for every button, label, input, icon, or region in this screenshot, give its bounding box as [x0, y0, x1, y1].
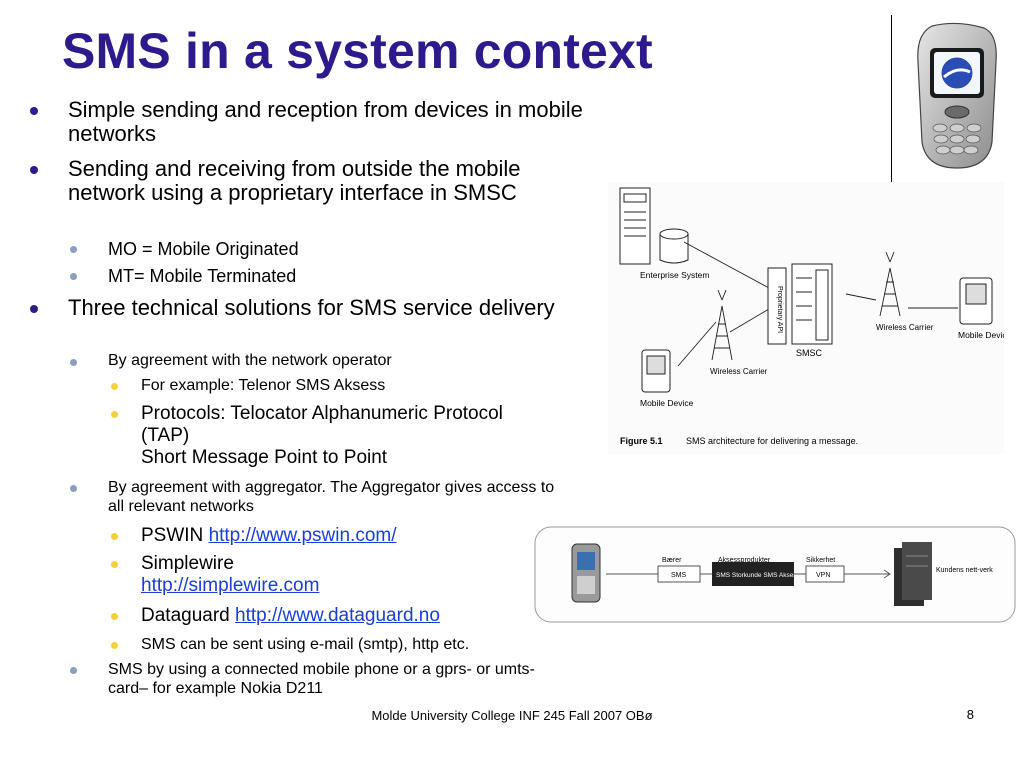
server-icon [894, 542, 932, 606]
bullet-dot [111, 561, 118, 568]
sms-architecture-figure: Enterprise System SMSC Wireless Carrier … [608, 182, 1004, 454]
enterprise-server-icon [619, 187, 689, 265]
dataguard-link[interactable]: http://www.dataguard.no [235, 605, 440, 626]
aggregator-diagram: Bærer Aksessprodukter Sikkerhet SMS SMS … [534, 526, 1016, 623]
box-sms-aksess: SMS Storkunde SMS Aksess [716, 572, 801, 579]
smsc-label: SMSC [796, 348, 823, 358]
sub-sub-bullet-email: SMS can be sent using e-mail (smtp), htt… [111, 635, 469, 654]
smsc-server-icon [767, 263, 833, 345]
col-baerer: Bærer [662, 557, 682, 564]
bullet-dot [111, 642, 118, 649]
sub-bullet-connected-phone: SMS by using a connected mobile phone or… [70, 660, 558, 698]
simplewire-link[interactable]: http://simplewire.com [141, 575, 320, 596]
bullet-dot [111, 383, 118, 390]
phone-image [917, 22, 997, 169]
kundens-nettverk-label: Kundens nett-verk [936, 567, 993, 574]
bullet-dot [111, 411, 118, 418]
bullet-dot [30, 305, 38, 313]
col-aksessprodukter: Aksessprodukter [718, 557, 771, 564]
sub-sub-bullet-dataguard: Dataguard http://www.dataguard.no [111, 605, 440, 627]
bullet-dot [70, 485, 77, 492]
slide-title: SMS in a system context [62, 23, 653, 79]
figure-caption: SMS architecture for delivering a messag… [686, 436, 858, 446]
wireless-carrier-label-1: Wireless Carrier [710, 367, 768, 376]
slide-footer: Molde University College INF 245 Fall 20… [371, 708, 653, 723]
sub-bullet-mo: MO = Mobile Originated [70, 239, 299, 259]
bullet-dot [70, 246, 77, 253]
bullet-dot [70, 273, 77, 280]
phone-icon [571, 543, 601, 603]
sub-bullet-network-operator: By agreement with the network operator [70, 352, 392, 370]
sub-sub-bullet-protocols: Protocols: Telocator Alphanumeric Protoc… [111, 403, 526, 469]
bullet-dot [30, 166, 38, 174]
sub-sub-bullet-pswin: PSWIN http://www.pswin.com/ [111, 525, 397, 547]
wireless-carrier-label-2: Wireless Carrier [876, 323, 934, 332]
mobile-device-label-1: Mobile Device [640, 398, 694, 408]
title-divider [891, 15, 892, 182]
bullet-dot [30, 107, 38, 115]
pswin-link[interactable]: http://www.pswin.com/ [208, 525, 397, 546]
bullet-dot [111, 533, 118, 540]
col-sikkerhet: Sikkerhet [806, 557, 835, 564]
sub-bullet-mt: MT= Mobile Terminated [70, 266, 296, 286]
bullet-dot [111, 613, 118, 620]
bullet-three-solutions: Three technical solutions for SMS servic… [30, 296, 583, 320]
enterprise-label: Enterprise System [640, 270, 709, 280]
box-sms: SMS [671, 572, 687, 579]
mobile-device-label-2: Mobile Device [958, 330, 1004, 340]
sub-bullet-aggregator: By agreement with aggregator. The Aggreg… [70, 478, 558, 516]
mobile-device-icon [641, 277, 993, 393]
page-number: 8 [966, 707, 974, 722]
tower-icon [711, 251, 901, 361]
bullet-simple-sending: Simple sending and reception from device… [30, 98, 598, 146]
bullet-dot [70, 667, 77, 674]
sub-sub-bullet-telenor: For example: Telenor SMS Aksess [111, 376, 385, 396]
api-label: Proprietary API [776, 286, 783, 333]
box-vpn: VPN [816, 572, 830, 579]
figure-caption-label: Figure 5.1 [620, 436, 663, 446]
bullet-dot [70, 359, 77, 366]
bullet-outside-network: Sending and receiving from outside the m… [30, 157, 548, 205]
